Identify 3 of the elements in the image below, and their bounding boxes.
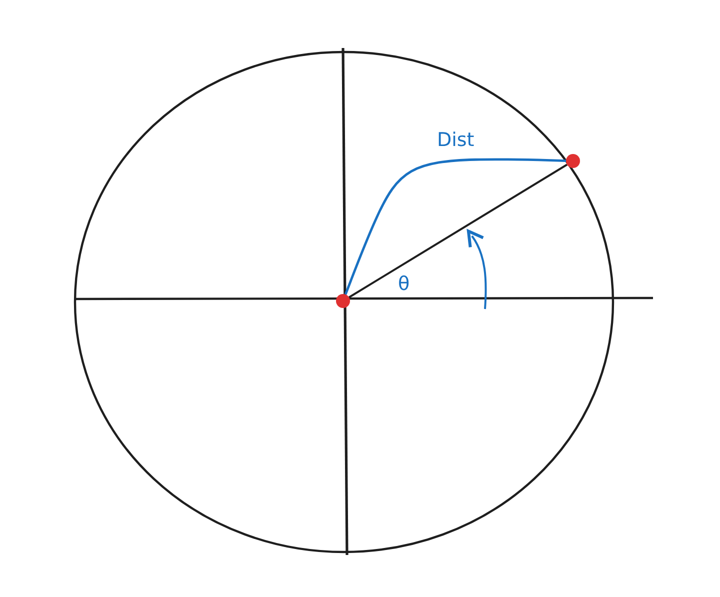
point-dot [336, 294, 350, 308]
angle-label: θ [398, 275, 410, 294]
point-dot [566, 154, 580, 168]
